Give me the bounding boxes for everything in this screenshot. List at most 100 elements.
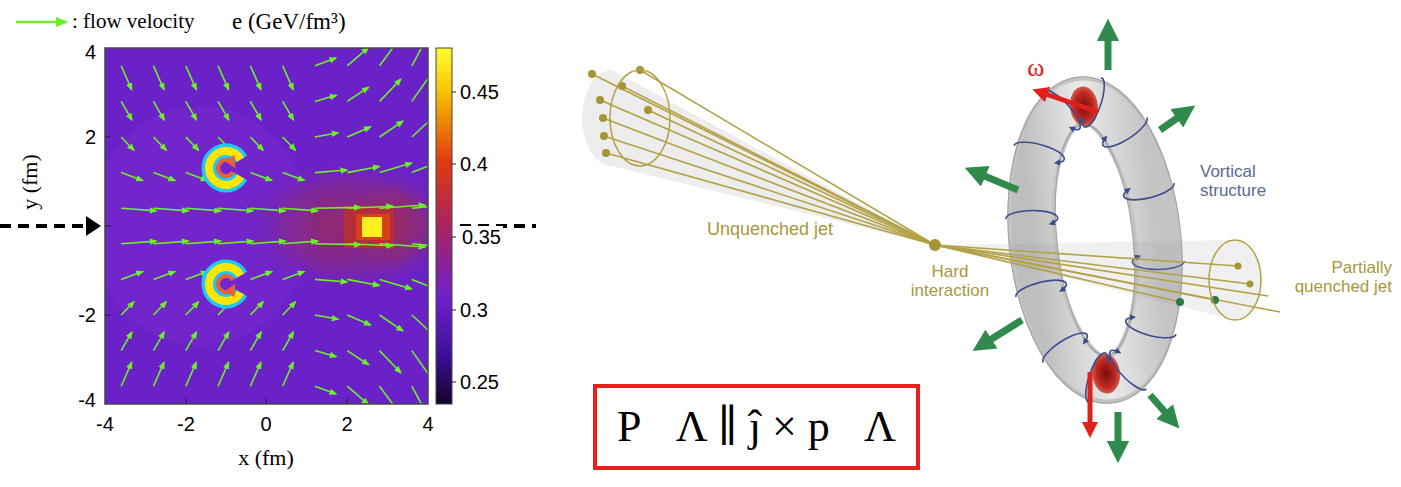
flow-arrow — [283, 66, 294, 90]
flow-arrow — [412, 115, 428, 137]
flow-arrow — [412, 48, 428, 66]
flow-arrow — [218, 66, 229, 90]
flow-arrow — [412, 351, 428, 381]
flow-arrow — [121, 208, 156, 211]
unquenched-jet — [582, 66, 935, 245]
colorbar-tick: 0.35 — [460, 226, 503, 248]
flow-arrow — [412, 386, 428, 404]
y-tick: 2 — [85, 126, 96, 148]
x-tick: 4 — [422, 413, 433, 435]
vortex-curl — [1006, 210, 1058, 224]
flow-arrow — [153, 271, 174, 279]
flow-arrow — [347, 279, 379, 285]
x-tick: 0 — [260, 413, 271, 435]
flow-arrow — [315, 279, 347, 282]
structure-label: Vortical structure — [1200, 163, 1292, 200]
flow-arrow — [186, 137, 199, 150]
flow-arrow — [153, 137, 166, 150]
flow-arrow — [315, 170, 347, 173]
flow-arrow — [380, 163, 412, 173]
vector-symbol: ω⃗ — [1027, 54, 1064, 83]
plot-frame — [105, 48, 428, 404]
energy-density-map — [105, 48, 428, 404]
x-tick: -2 — [177, 413, 195, 435]
flow-arrow — [153, 332, 164, 350]
flow-arrow — [218, 101, 229, 119]
jet-label: Partially quenched jet — [1280, 259, 1392, 296]
flow-arrow — [186, 332, 197, 350]
flow-arrow — [380, 48, 401, 66]
jet-axis — [0, 216, 536, 236]
flow-arrow — [380, 121, 403, 137]
flow-arrow — [283, 208, 318, 211]
colorbar-ticks — [452, 92, 456, 382]
flow-arrow — [153, 66, 164, 90]
flow-arrow — [250, 362, 261, 386]
flow-arrow — [250, 173, 271, 181]
flow-arrow — [380, 315, 403, 331]
vortex-curl — [1013, 138, 1067, 164]
outflow-arrow — [975, 30, 1186, 452]
flow-arrow — [283, 241, 318, 244]
flow-arrow — [153, 208, 188, 211]
flow-arrow — [347, 167, 379, 173]
flow-arrow — [412, 279, 428, 292]
flow-arrow — [186, 302, 199, 315]
axis-title: y (fm) — [18, 154, 42, 210]
flow-arrow — [121, 241, 156, 244]
flow-arrow — [218, 362, 229, 386]
flow-arrow — [186, 208, 221, 211]
vortex-symbol — [209, 151, 241, 185]
flow-arrow — [121, 362, 132, 386]
flow-arrow — [315, 386, 336, 394]
flow-arrow — [250, 241, 285, 244]
flow-arrow — [315, 315, 338, 319]
flow-arrow — [315, 351, 336, 357]
flow-arrow — [412, 315, 428, 337]
flow-arrow — [121, 101, 132, 119]
flow-arrow — [121, 271, 142, 279]
flow-arrow — [218, 208, 253, 211]
flow-arrow — [186, 101, 197, 119]
flow-arrow — [250, 271, 271, 279]
flow-arrow — [121, 332, 132, 350]
vortex-curl — [1039, 328, 1090, 367]
flow-arrow — [283, 173, 304, 181]
flow-arrow — [347, 48, 368, 66]
flow-arrow — [121, 302, 134, 315]
vortex-curl — [1081, 351, 1110, 404]
flow-arrow — [121, 137, 134, 150]
flow-arrow — [218, 332, 229, 350]
flow-arrow — [250, 66, 261, 90]
flow-arrow — [283, 332, 294, 350]
legend-swatch — [16, 22, 66, 23]
vortex-curl — [1124, 316, 1178, 342]
flow-arrow — [315, 58, 336, 66]
vortex-curl — [1100, 113, 1151, 152]
flow-arrow — [283, 302, 296, 315]
x-tick: 2 — [341, 413, 352, 435]
flow-arrow — [315, 95, 336, 101]
colorbar-title: e (GeV/fm³) — [232, 9, 346, 34]
quenched-jet — [929, 239, 1280, 320]
flow-arrow — [250, 101, 261, 119]
vortex-symbol — [209, 267, 241, 301]
flow-arrow — [315, 133, 338, 137]
flow-arrow — [412, 160, 428, 173]
vortex-curl — [1080, 76, 1109, 129]
flow-arrow — [412, 204, 428, 208]
y-tick: 4 — [85, 41, 96, 63]
axis-ticks — [105, 137, 347, 404]
formula: P⃗Λ ∥ ĵ × p⃗Λ — [617, 402, 896, 453]
flow-arrow — [347, 127, 370, 137]
flow-arrow — [186, 362, 197, 386]
legend-text: : flow velocity — [72, 10, 194, 33]
vertex-label: Hard interaction — [904, 263, 996, 300]
flow-arrow — [250, 332, 261, 350]
flow-arrow — [153, 362, 164, 386]
flow-arrow — [250, 208, 285, 211]
y-tick: -4 — [78, 389, 96, 411]
jet-label: Unquenched jet — [707, 220, 833, 240]
flow-arrow — [380, 351, 401, 373]
